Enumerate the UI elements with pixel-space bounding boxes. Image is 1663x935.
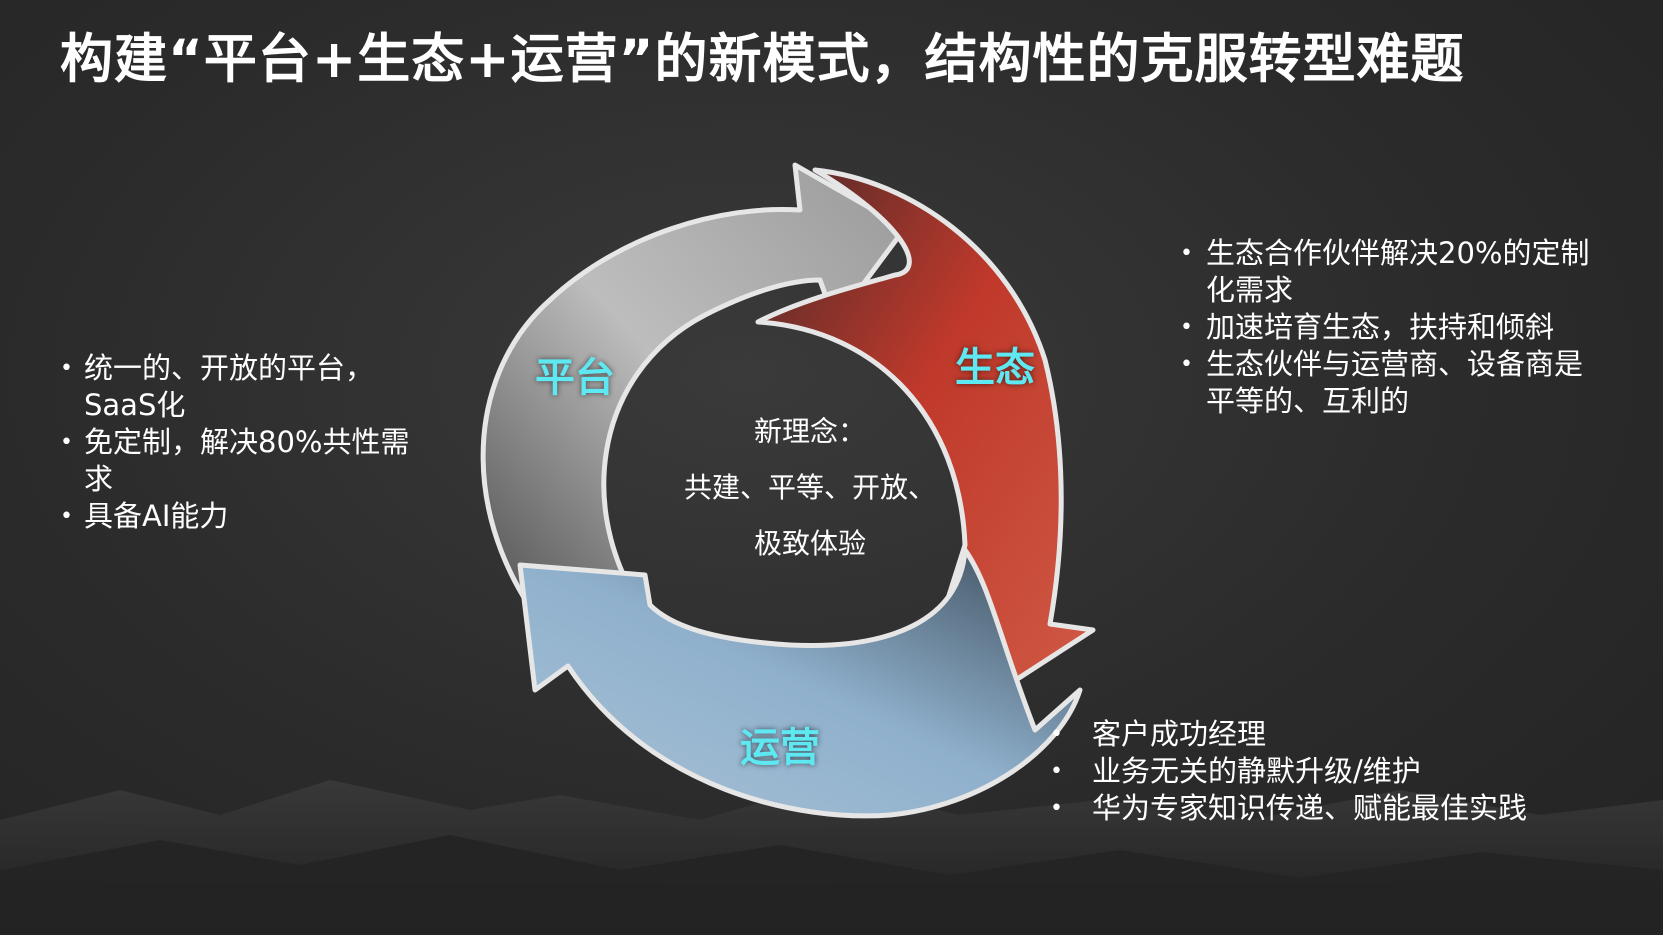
platform-label: 平台 bbox=[535, 355, 615, 401]
mountain-background bbox=[0, 780, 1663, 935]
page-title: 构建“平台+生态+运营”的新模式，结构性的克服转型难题 bbox=[60, 29, 1465, 90]
ecology-label: 生态 bbox=[955, 345, 1035, 391]
center-line-2: 共建、平等、开放、 bbox=[683, 471, 936, 504]
platform-arrow bbox=[480, 162, 908, 643]
operation-point: 业务无关的静默升级/维护 bbox=[1050, 753, 1610, 790]
operation-points: 客户成功经理 业务无关的静默升级/维护 华为专家知识传递、赋能最佳实践 bbox=[1050, 716, 1610, 827]
ecology-points: 生态合作伙伴解决20%的定制化需求 加速培育生态，扶持和倾斜 生态伙伴与运营商、… bbox=[1180, 235, 1600, 420]
platform-point: 免定制，解决80%共性需求 bbox=[60, 424, 410, 498]
ecology-arrow bbox=[755, 167, 1096, 703]
operation-point: 客户成功经理 bbox=[1050, 716, 1610, 753]
operation-point: 华为专家知识传递、赋能最佳实践 bbox=[1050, 790, 1610, 827]
platform-points: 统一的、开放的平台，SaaS化 免定制，解决80%共性需求 具备AI能力 bbox=[60, 350, 410, 535]
ecology-point: 生态伙伴与运营商、设备商是平等的、互利的 bbox=[1180, 346, 1600, 420]
center-line-3: 极致体验 bbox=[753, 527, 866, 560]
ecology-point: 生态合作伙伴解决20%的定制化需求 bbox=[1180, 235, 1600, 309]
operation-label: 运营 bbox=[740, 725, 820, 771]
ecology-point: 加速培育生态，扶持和倾斜 bbox=[1180, 309, 1600, 346]
platform-point: 具备AI能力 bbox=[60, 498, 410, 535]
center-line-1: 新理念： bbox=[753, 415, 866, 448]
operation-arrow bbox=[517, 547, 1083, 819]
platform-point: 统一的、开放的平台，SaaS化 bbox=[60, 350, 410, 424]
